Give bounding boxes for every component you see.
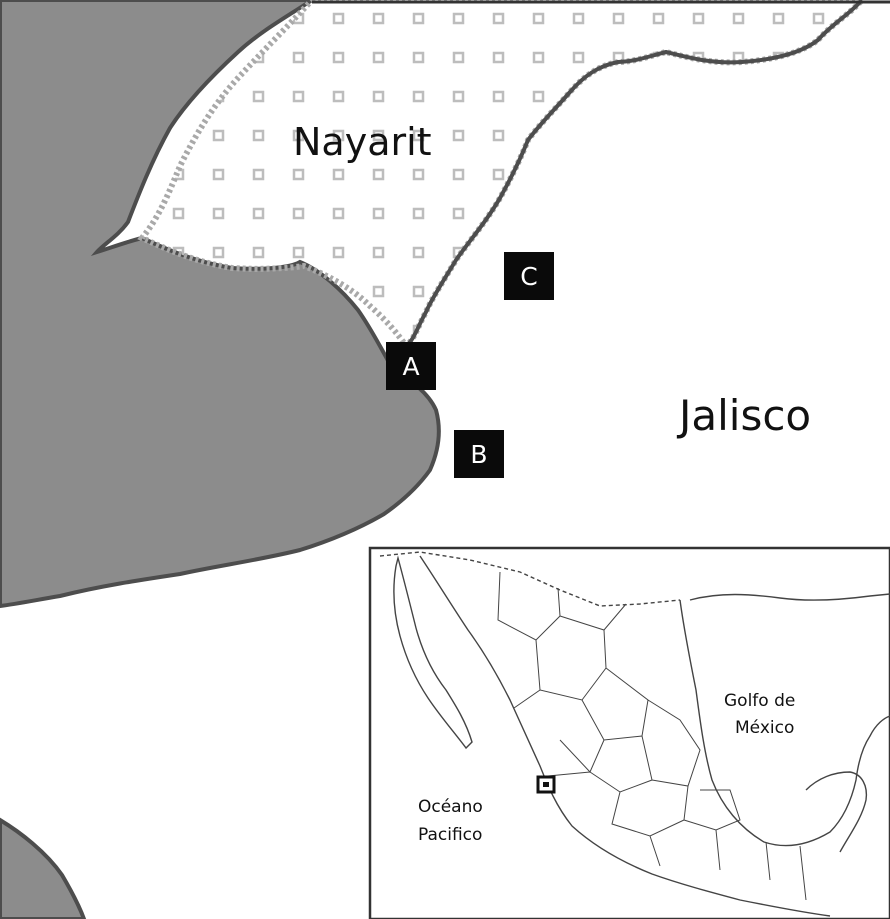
inset-map: Golfo de México Océano Pacifico bbox=[368, 546, 890, 919]
inset-state-lines bbox=[497, 571, 807, 901]
inset-gulf-label-line1: Golfo de bbox=[724, 691, 795, 711]
marker-a: A bbox=[386, 342, 436, 390]
inset-frame bbox=[368, 546, 890, 919]
jalisco-label: Jalisco bbox=[676, 391, 811, 440]
inset-pacific-coast bbox=[419, 555, 831, 917]
inset-study-area-dot bbox=[543, 782, 549, 787]
marker-b: B bbox=[454, 430, 504, 478]
inset-yucatan bbox=[805, 771, 868, 853]
inset-ocean-label-line2: Pacifico bbox=[418, 825, 482, 845]
inset-us-border bbox=[379, 551, 681, 607]
nayarit-region bbox=[137, 0, 866, 351]
state-border bbox=[404, 0, 864, 348]
marker-c-label: C bbox=[520, 262, 537, 291]
inset-us-gulf-coast bbox=[689, 593, 890, 601]
nayarit-label: Nayarit bbox=[293, 120, 432, 164]
inset-gulf-coast bbox=[679, 599, 890, 847]
marker-a-label: A bbox=[402, 352, 419, 381]
pacific-ocean bbox=[0, 0, 441, 609]
ocean-bottom-left bbox=[0, 817, 87, 919]
inset-gulf-label-line2: México bbox=[735, 718, 794, 738]
marker-b-label: B bbox=[470, 440, 487, 469]
marker-c: C bbox=[504, 252, 554, 300]
inset-ocean-label-line1: Océano bbox=[418, 797, 483, 817]
inset-baja-california bbox=[393, 555, 473, 750]
